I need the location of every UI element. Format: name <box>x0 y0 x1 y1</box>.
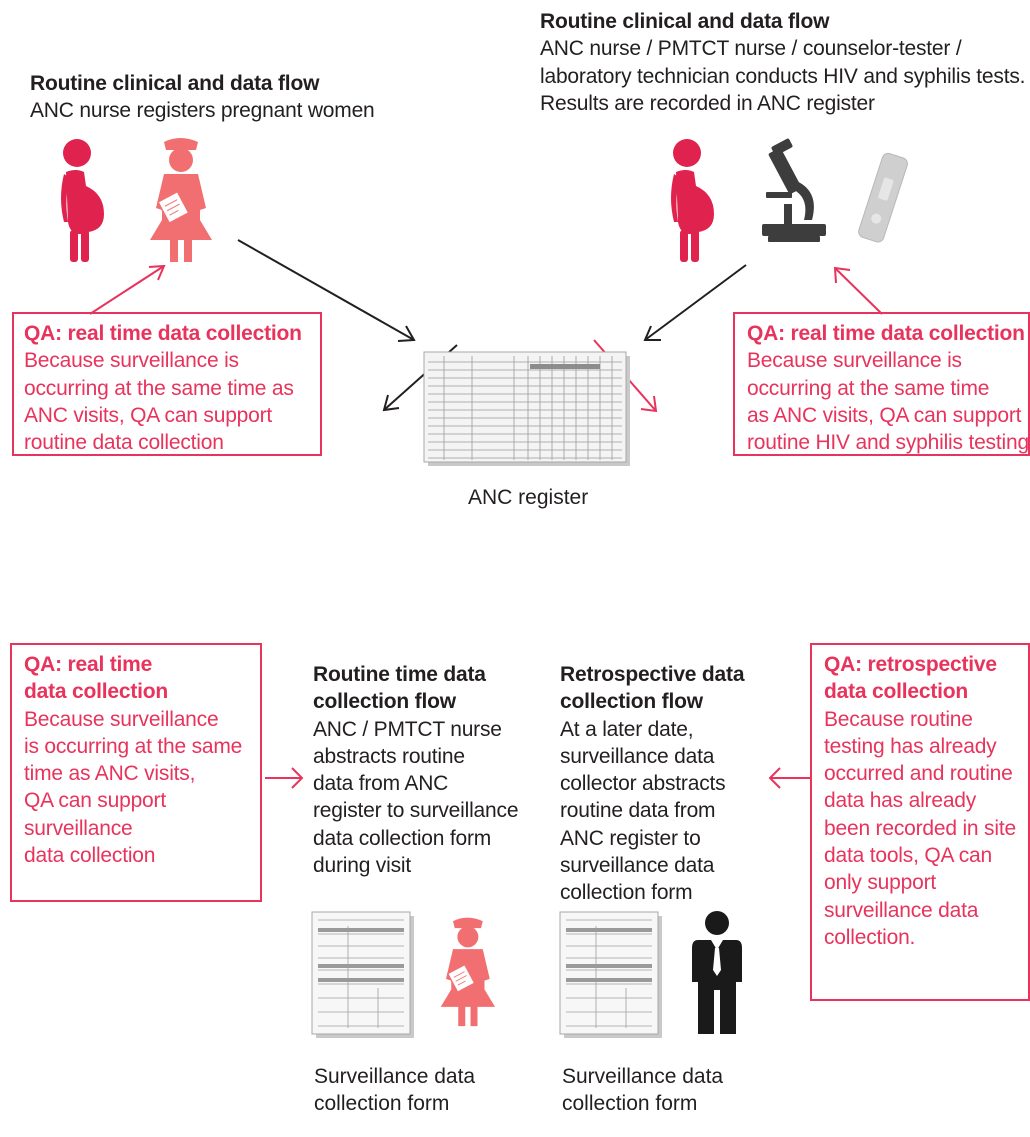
flow-line: collector abstracts <box>560 772 726 796</box>
qa-line: data collection <box>24 844 156 868</box>
flow-title: Retrospective data <box>560 663 745 686</box>
qa-title: data collection <box>824 680 969 704</box>
form-caption-retrospective: Surveillance data collection form <box>562 1063 723 1118</box>
qa-box-real-time-routine: QA: real time data collection Because su… <box>12 312 322 456</box>
qa-text: QA: retrospective data collection Becaus… <box>824 651 1030 951</box>
flow-title: Routine clinical and data flow <box>30 72 320 95</box>
anc-register-caption: ANC register <box>468 486 589 509</box>
qa-line: Because surveillance is <box>24 349 239 373</box>
qa-line: ANC visits, QA can support <box>24 403 273 427</box>
form-document-icon <box>311 911 414 1038</box>
qa-text: QA: real time data collection Because su… <box>24 651 260 869</box>
qa-line: QA can support <box>24 789 166 813</box>
flow-description-line: Results are recorded in ANC register <box>540 91 875 115</box>
arrow-qa-to-nurse <box>89 264 166 315</box>
flow-description: ANC nurse registers pregnant women <box>30 99 375 123</box>
qa-line: as ANC visits, QA can support <box>747 403 1022 427</box>
flow-line: ANC register to <box>560 826 701 850</box>
qa-line: time as ANC visits, <box>24 762 196 786</box>
qa-line: is occurring at the same <box>24 734 243 758</box>
test-strip-icon <box>858 152 908 243</box>
flow-line: collection form <box>560 881 693 905</box>
flow-line: register to surveillance <box>313 799 519 823</box>
flow-line: during visit <box>313 854 411 878</box>
flow-routine: Routine time data collection flow ANC / … <box>313 661 543 879</box>
flow-line: data from ANC <box>313 772 449 796</box>
qa-box-real-time-testing: QA: real time data collection Because su… <box>733 312 1030 456</box>
flow-line: surveillance data <box>560 744 715 768</box>
qa-line: data has already <box>824 789 977 813</box>
nurse-icon <box>440 917 495 1027</box>
arrow-qa-to-routine <box>265 767 304 789</box>
qa-line: Because routine <box>824 707 973 731</box>
flow-line: surveillance data <box>560 854 715 878</box>
pregnant-woman-icon <box>61 139 104 262</box>
qa-box-real-time-surveillance: QA: real time data collection Because su… <box>10 643 262 902</box>
pregnant-woman-icon <box>671 139 714 262</box>
nurse-icon <box>150 138 212 262</box>
qa-line: occurring at the same time as <box>24 376 294 400</box>
flow-line: ANC / PMTCT nurse <box>313 717 502 741</box>
qa-line: occurred and routine <box>824 762 1013 786</box>
flow-top-right: Routine clinical and data flow ANC nurse… <box>540 8 1030 117</box>
register-document-icon <box>423 351 630 466</box>
qa-line: only support <box>824 871 937 895</box>
qa-title: QA: real time data collection <box>747 322 1025 345</box>
qa-title: data collection <box>24 680 169 704</box>
caption-line: Surveillance data <box>562 1065 724 1088</box>
qa-title: QA: real time data collection <box>24 322 302 345</box>
qa-box-retrospective: QA: retrospective data collection Becaus… <box>810 643 1030 1001</box>
qa-text: QA: real time data collection Because su… <box>24 320 320 456</box>
form-document-icon <box>559 911 662 1038</box>
data-collector-icon <box>692 911 742 1034</box>
qa-line: routine HIV and syphilis testing <box>747 431 1029 455</box>
qa-line: data tools, QA can <box>824 844 993 868</box>
caption-line: collection form <box>314 1092 450 1116</box>
flow-title: Routine clinical and data flow <box>540 10 830 33</box>
arrow-qa-to-lab <box>833 266 883 315</box>
flow-description-line: ANC nurse / PMTCT nurse / counselor-test… <box>540 37 962 61</box>
arrow-lab-to-register <box>643 264 747 341</box>
flow-retrospective: Retrospective data collection flow At a … <box>560 661 780 907</box>
qa-title: QA: real time <box>24 653 153 676</box>
qa-line: Because surveillance is <box>747 349 962 373</box>
qa-line: collection. <box>824 925 916 949</box>
flow-top-left: Routine clinical and data flow ANC nurse… <box>30 70 410 125</box>
caption-line: Surveillance data <box>314 1065 476 1088</box>
qa-line: been recorded in site <box>824 816 1016 840</box>
qa-title: QA: retrospective <box>824 653 997 676</box>
qa-line: surveillance <box>24 816 133 840</box>
flow-title: collection flow <box>313 690 456 714</box>
microscope-icon <box>762 138 826 242</box>
qa-line: testing has already <box>824 734 997 758</box>
flow-description-line: laboratory technician conducts HIV and s… <box>540 64 1026 88</box>
flow-line: abstracts routine <box>313 744 465 768</box>
flow-line: routine data from <box>560 799 716 823</box>
form-caption-routine: Surveillance data collection form <box>314 1063 475 1118</box>
qa-text: QA: real time data collection Because su… <box>747 320 1030 456</box>
flow-title: collection flow <box>560 690 703 714</box>
qa-line: surveillance data <box>824 898 979 922</box>
caption-line: collection form <box>562 1092 698 1116</box>
qa-line: occurring at the same time <box>747 376 990 400</box>
flow-title: Routine time data <box>313 663 486 686</box>
flow-line: At a later date, <box>560 717 694 741</box>
flow-line: data collection form <box>313 826 492 850</box>
qa-line: Because surveillance <box>24 707 219 731</box>
qa-line: routine data collection <box>24 431 224 455</box>
